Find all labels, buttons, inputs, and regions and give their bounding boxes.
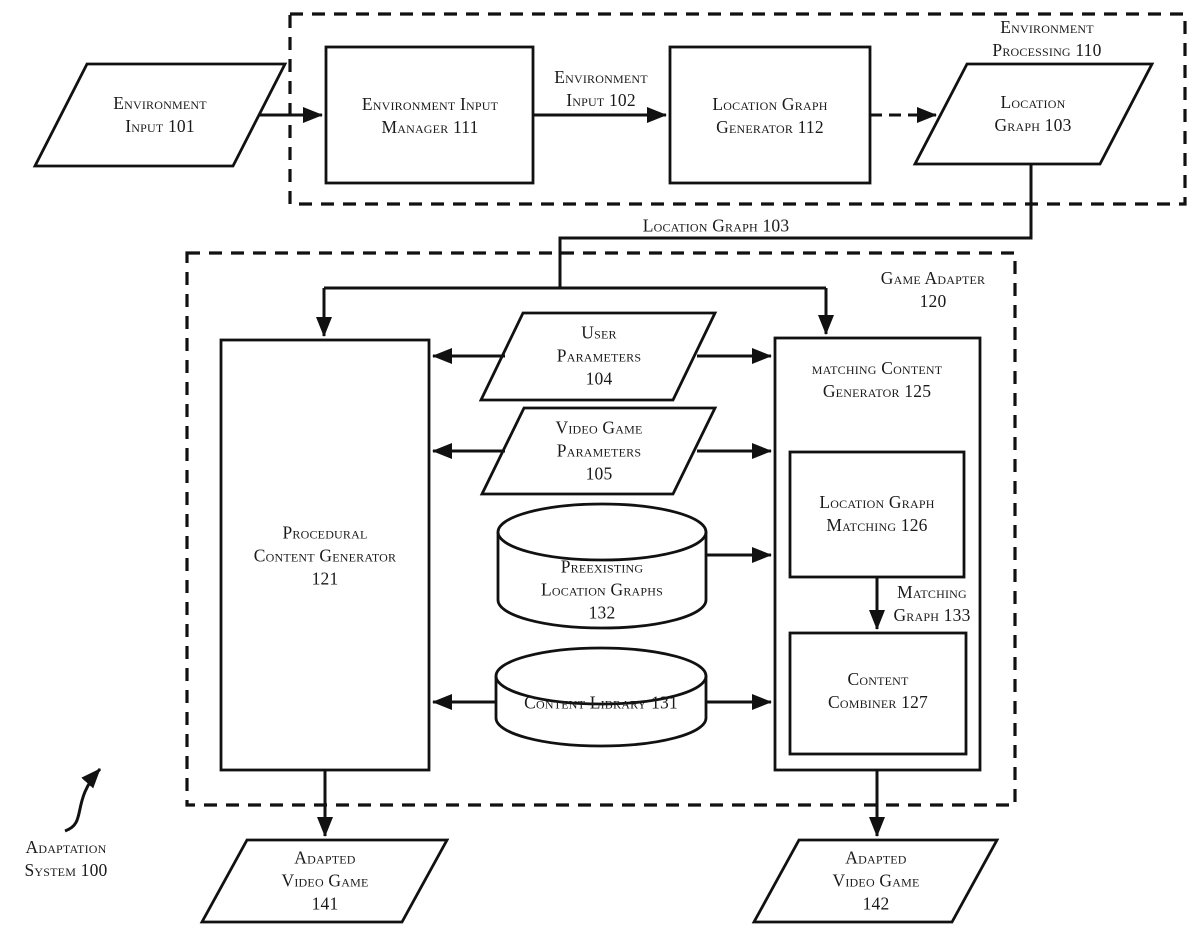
procedural-content-generator-121-shape: [219, 338, 431, 772]
content-library-131-label: Content Library 131: [524, 692, 678, 713]
environment-input-102-edge-label: Environment Input 102: [554, 67, 648, 110]
adapted-video-game-141-label: Adapted Video Game 141: [281, 847, 369, 914]
environment-input-manager-111-label: Environment Input Manager 111: [361, 94, 499, 137]
route-location-graph-103: [558, 164, 1033, 288]
content-library-131-shape: [494, 646, 708, 748]
content-combiner-127-label: Content Combiner 127: [827, 669, 929, 712]
environment-processing-110-boundary: [288, 12, 1187, 206]
location-graph-matching-126-label: Location Graph Matching 126: [819, 492, 935, 535]
user-parameters-104-label: User Parameters 104: [556, 322, 642, 389]
procedural-content-generator-121-label: Procedural Content Generator 121: [253, 522, 397, 589]
location-graph-generator-112-label: Location Graph Generator 112: [712, 94, 828, 137]
adapted-video-game-142-label: Adapted Video Game 142: [832, 847, 920, 914]
location-graph-generator-112-shape: [668, 45, 872, 185]
game-adapter-120-label: Game Adapter 120: [880, 268, 986, 311]
adapted-video-game-142-shape: [751, 838, 1000, 924]
matching-content-generator-125-label: matching Content Generator 125: [811, 358, 943, 401]
user-parameters-104-shape: [478, 311, 718, 402]
content-combiner-127-shape: [788, 631, 968, 756]
location-graph-103-shape: [912, 62, 1155, 166]
preexisting-location-graphs-132-label: Preexisting Location Graphs 132: [540, 556, 664, 623]
adapted-video-game-141-shape: [199, 838, 450, 924]
location-graph-103-edge-label: Location Graph 103: [642, 215, 790, 236]
arrow-adaptation-system-pointer: [64, 767, 102, 833]
game-adapter-120-boundary: [185, 251, 1017, 807]
environment-input-manager-111-shape: [324, 45, 535, 185]
video-game-parameters-105-label: Video Game Parameters 105: [555, 417, 643, 484]
location-graph-matching-126-shape: [788, 450, 966, 579]
matching-graph-133-edge-label: Matching Graph 133: [893, 582, 971, 625]
preexisting-location-graphs-132-shape: [496, 502, 708, 630]
video-game-parameters-105-shape: [479, 406, 718, 496]
adaptation-system-100-label: Adaptation System 100: [24, 837, 108, 880]
location-graph-103-node-label: Location Graph 103: [994, 92, 1072, 135]
environment-processing-110-label: Environment Processing 110: [992, 17, 1102, 60]
environment-input-101-label: Environment Input 101: [113, 93, 207, 136]
environment-input-101-shape: [32, 62, 288, 168]
